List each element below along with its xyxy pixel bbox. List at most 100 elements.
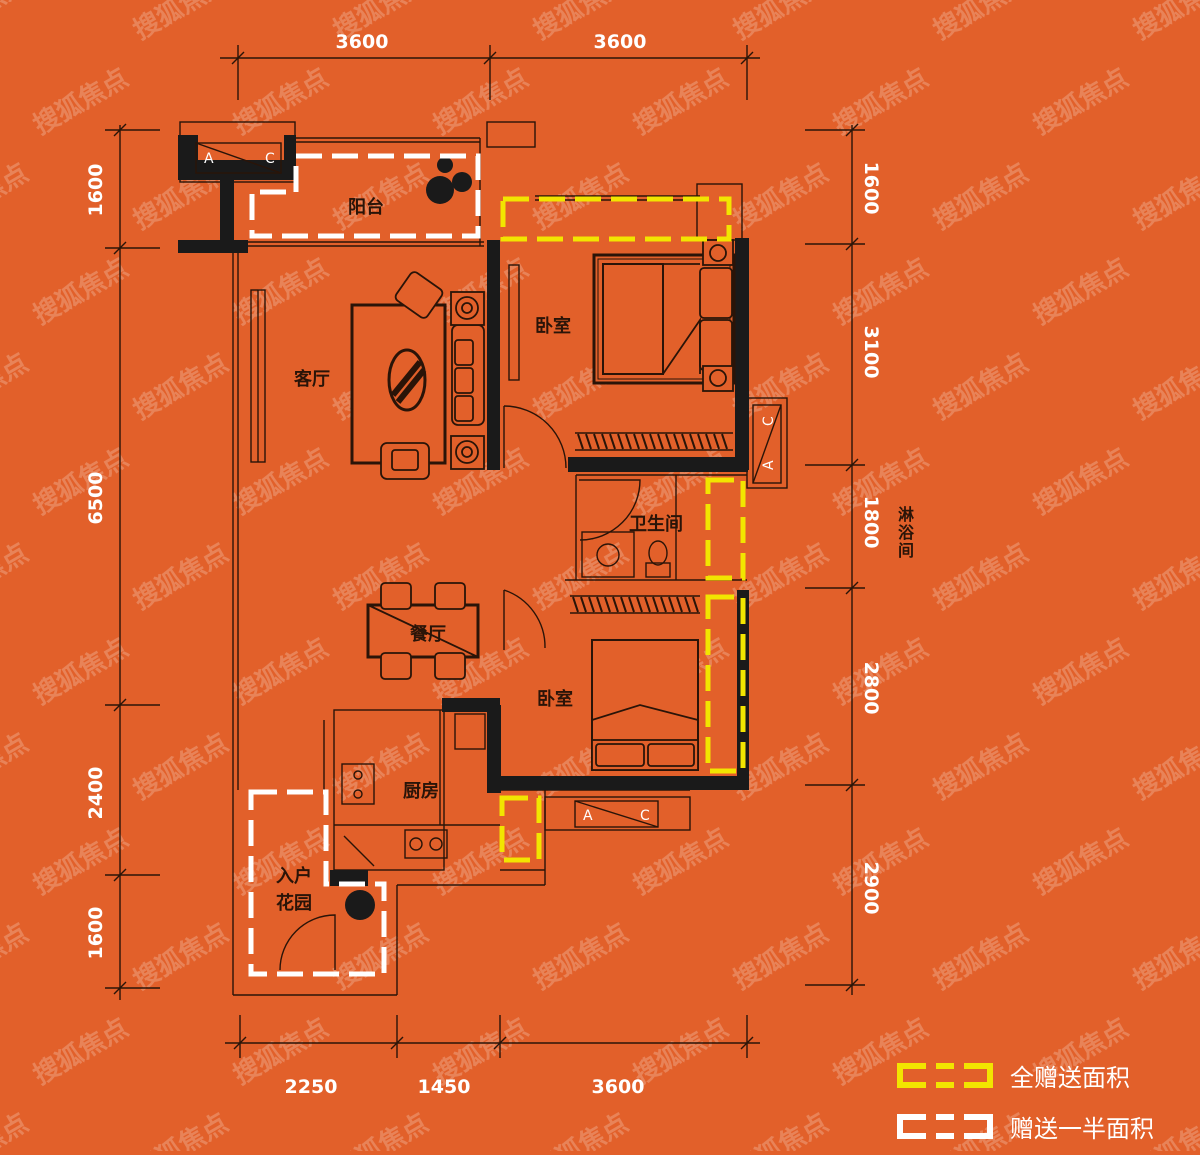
wardrobe-hatch-line xyxy=(633,433,640,450)
ac-unit-3-c: C xyxy=(640,808,650,824)
watermark-text: 搜狐焦点 xyxy=(1028,632,1134,711)
watermark-text: 搜狐焦点 xyxy=(828,252,934,331)
wardrobe-hatch-line xyxy=(572,596,579,613)
room-label-living-room: 客厅 xyxy=(294,368,330,390)
legend-full-gift-label: 全赠送面积 xyxy=(1010,1064,1130,1092)
wardrobe-hatch-line xyxy=(713,433,720,450)
wardrobe-hatch-line xyxy=(609,433,616,450)
wardrobe-hatch-line xyxy=(596,596,603,613)
dim-bottom-1: 2250 xyxy=(285,1076,338,1098)
wardrobe-hatch-line xyxy=(692,596,699,613)
room-label-kitchen: 厨房 xyxy=(403,780,439,802)
watermark-text: 搜狐焦点 xyxy=(228,632,334,711)
watermark-text: 搜狐焦点 xyxy=(128,1107,234,1151)
watermark-text: 搜狐焦点 xyxy=(828,1012,934,1091)
dim-right-4: 2800 xyxy=(860,662,882,715)
wardrobe-hatch-line xyxy=(684,596,691,613)
wardrobe-hatch-line xyxy=(649,433,656,450)
watermark-text: 搜狐焦点 xyxy=(628,62,734,141)
watermark-text: 搜狐焦点 xyxy=(1028,822,1134,901)
legend-full-gift-swatch xyxy=(897,1063,993,1088)
watermark-text: 搜狐焦点 xyxy=(0,0,34,46)
half-gift-balcony xyxy=(249,153,481,239)
watermark-text: 搜狐焦点 xyxy=(228,62,334,141)
armchair-top xyxy=(394,271,444,319)
full-gift-top-window xyxy=(500,196,732,242)
room-label-balcony: 阳台 xyxy=(348,196,384,218)
ac-unit-2-c: C xyxy=(761,416,777,426)
watermark-text: 搜狐焦点 xyxy=(1128,347,1200,426)
plant-garden xyxy=(345,890,375,920)
watermark-text: 搜狐焦点 xyxy=(1028,252,1134,331)
watermark-text: 搜狐焦点 xyxy=(328,917,434,996)
dim-top-1: 3600 xyxy=(336,31,389,53)
wardrobe-hatch-line xyxy=(625,433,632,450)
wardrobe-hatch-line xyxy=(585,433,592,450)
wardrobe-hatch-line xyxy=(617,433,624,450)
wardrobe-hatch-line xyxy=(577,433,584,450)
wardrobe-hatch-line xyxy=(588,596,595,613)
watermark-text: 搜狐焦点 xyxy=(128,537,234,616)
wardrobe-hatch-line xyxy=(660,596,667,613)
watermark-text: 搜狐焦点 xyxy=(228,252,334,331)
legend-half-gift-swatch xyxy=(897,1114,993,1139)
wardrobe-hatch-line xyxy=(673,433,680,450)
full-gift-kitchen-window xyxy=(499,795,542,863)
dim-right-5: 2900 xyxy=(860,862,882,915)
wardrobe-hatch-line xyxy=(628,596,635,613)
watermark-text: 搜狐焦点 xyxy=(928,727,1034,806)
dim-left-2: 6500 xyxy=(85,472,107,525)
room-label-shower: 淋浴间 xyxy=(898,505,915,560)
watermark-text: 搜狐焦点 xyxy=(28,442,134,521)
ac-unit-1-a: A xyxy=(204,151,214,167)
watermark-text: 搜狐焦点 xyxy=(1128,917,1200,996)
wardrobe-hatch-line xyxy=(636,596,643,613)
watermark-text: 搜狐焦点 xyxy=(0,727,34,806)
dim-left-1: 1600 xyxy=(85,164,107,217)
wardrobe-hatch-line xyxy=(593,433,600,450)
gift-areas-full xyxy=(499,196,746,863)
ac-unit-2-a: A xyxy=(761,460,777,470)
watermark-text: 搜狐焦点 xyxy=(1128,537,1200,616)
dim-right-3: 1800 xyxy=(860,496,882,549)
watermark-text: 搜狐焦点 xyxy=(0,537,34,616)
ac-unit-3-a: A xyxy=(583,808,593,824)
legend: 全赠送面积 赠送一半面积 xyxy=(897,1063,1154,1143)
watermark-text: 搜狐焦点 xyxy=(1028,442,1134,521)
watermark-text: 搜狐焦点 xyxy=(528,1107,634,1151)
dimension-lines xyxy=(105,45,865,1058)
dim-right-1: 1600 xyxy=(860,162,882,215)
watermark-text: 搜狐焦点 xyxy=(328,1107,434,1151)
wardrobe-hatch-line xyxy=(681,433,688,450)
room-label-second-bedroom: 卧室 xyxy=(537,688,573,710)
wardrobe-hatch-line xyxy=(705,433,712,450)
watermark-text: 搜狐焦点 xyxy=(0,917,34,996)
watermark-text: 搜狐焦点 xyxy=(128,727,234,806)
watermark-text: 搜狐焦点 xyxy=(928,347,1034,426)
watermark-text: 搜狐焦点 xyxy=(928,917,1034,996)
watermark-text: 搜狐焦点 xyxy=(828,62,934,141)
room-label-dining-room: 餐厅 xyxy=(409,623,446,645)
watermark-text: 搜狐焦点 xyxy=(128,347,234,426)
watermark-text: 搜狐焦点 xyxy=(228,822,334,901)
wardrobe-hatch-line xyxy=(620,596,627,613)
watermark-text: 搜狐焦点 xyxy=(628,822,734,901)
watermark-text: 搜狐焦点 xyxy=(928,0,1034,46)
plant-balcony xyxy=(426,157,472,204)
wardrobe-hatch-line xyxy=(657,433,664,450)
dimension-labels: 3600 3600 2250 1450 3600 1600 6500 2400 … xyxy=(85,31,882,1098)
wardrobe-hatching xyxy=(572,433,728,613)
watermark-text: 搜狐焦点 xyxy=(928,537,1034,616)
watermark-text: 搜狐焦点 xyxy=(28,632,134,711)
wardrobe-hatch-line xyxy=(644,596,651,613)
watermark-text: 搜狐焦点 xyxy=(1128,157,1200,236)
full-gift-bay-window xyxy=(705,594,746,774)
watermark-text: 搜狐焦点 xyxy=(728,917,834,996)
furniture xyxy=(345,157,736,920)
wardrobe-hatch-line xyxy=(641,433,648,450)
ac-unit-1-c: C xyxy=(265,151,275,167)
watermark-text: 搜狐焦点 xyxy=(528,917,634,996)
watermark-text: 搜狐焦点 xyxy=(728,157,834,236)
